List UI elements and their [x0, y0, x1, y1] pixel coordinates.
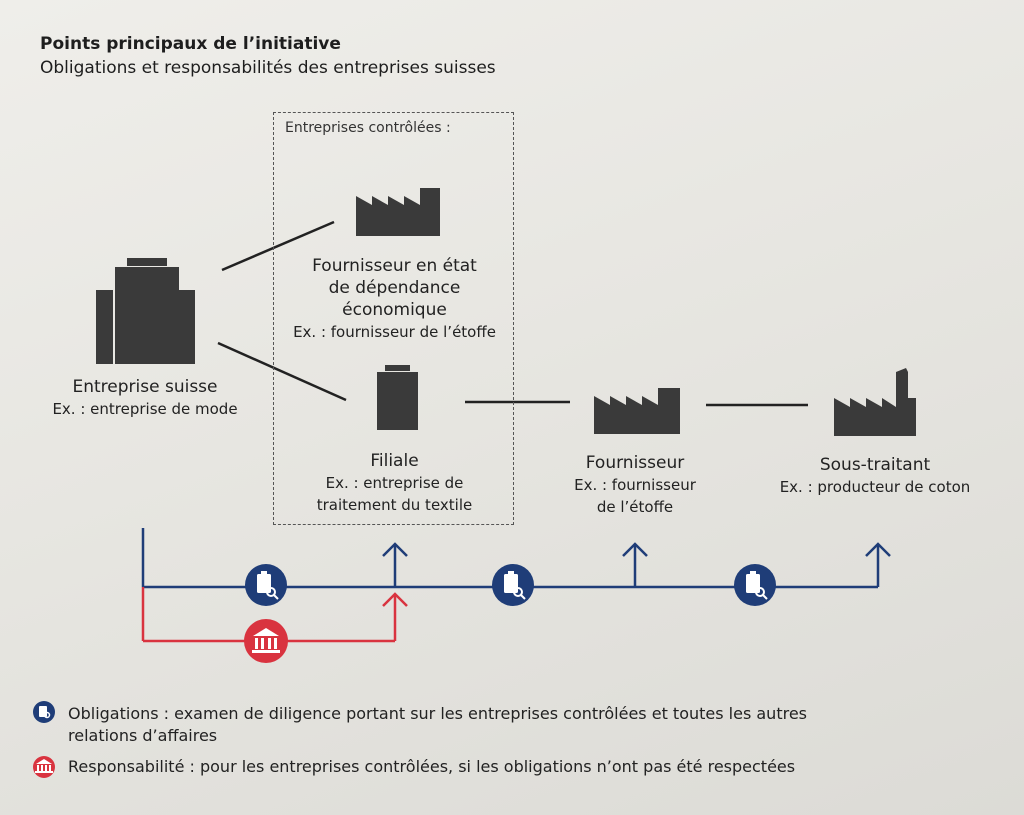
swiss-company-label: Entreprise suisse Ex. : entreprise de mo…	[20, 376, 270, 420]
supplier-example-line: de l’étoffe	[596, 498, 674, 516]
factory-icon	[356, 188, 440, 236]
link-swiss-to-dependent-supplier	[221, 220, 335, 272]
page-title: Points principaux de l’initiative	[40, 34, 341, 54]
subcontractor-label: Sous-traitant Ex. : producteur de coton	[755, 454, 995, 498]
legend-responsibility: Responsabilité : pour les entreprises co…	[68, 757, 796, 776]
controlled-companies-box	[273, 112, 514, 525]
swiss-company-name: Entreprise suisse	[72, 377, 218, 397]
supplier-label: Fournisseur Ex. : fournisseur de l’étoff…	[540, 452, 730, 518]
subsidiary-label: Filiale Ex. : entreprise de traitement d…	[277, 450, 512, 516]
legend-obligations-line: relations d’affaires	[68, 726, 218, 745]
subcontractor-name: Sous-traitant	[819, 455, 931, 475]
clipboard-search-icon	[245, 564, 287, 606]
factory-icon	[594, 388, 680, 434]
subsidiary-name: Filiale	[370, 451, 419, 471]
legend-courthouse-icon	[33, 756, 55, 778]
dependent-supplier-name-line: Fournisseur en état	[312, 256, 477, 276]
supplier-name: Fournisseur	[585, 453, 685, 473]
controlled-companies-label: Entreprises contrôlées :	[285, 120, 451, 136]
link-swiss-to-subsidiary	[217, 341, 347, 402]
dependent-supplier-example: Ex. : fournisseur de l’étoffe	[293, 323, 496, 341]
supplier-example-line: Ex. : fournisseur	[574, 476, 696, 494]
clipboard-search-icon	[734, 564, 776, 606]
swiss-company-example: Ex. : entreprise de mode	[52, 400, 238, 418]
dependent-supplier-name-line: économique	[342, 300, 447, 320]
office-buildings-icon	[96, 258, 195, 364]
clipboard-search-icon	[492, 564, 534, 606]
legend-obligations: Obligations : examen de diligence portan…	[68, 703, 968, 747]
dependent-supplier-label: Fournisseur en état de dépendance économ…	[277, 255, 512, 343]
subsidiary-example-line: Ex. : entreprise de	[325, 474, 464, 492]
subcontractor-example: Ex. : producteur de coton	[779, 478, 971, 496]
courthouse-icon	[244, 619, 288, 663]
page-subtitle: Obligations et responsabilités des entre…	[40, 58, 496, 78]
factory-chimney-icon	[834, 368, 916, 436]
subsidiary-example-line: traitement du textile	[316, 496, 473, 514]
legend-clipboard-icon	[33, 701, 55, 723]
dependent-supplier-name-line: de dépendance	[328, 278, 461, 298]
legend-obligations-line: Obligations : examen de diligence portan…	[68, 704, 807, 723]
building-icon	[377, 365, 418, 430]
